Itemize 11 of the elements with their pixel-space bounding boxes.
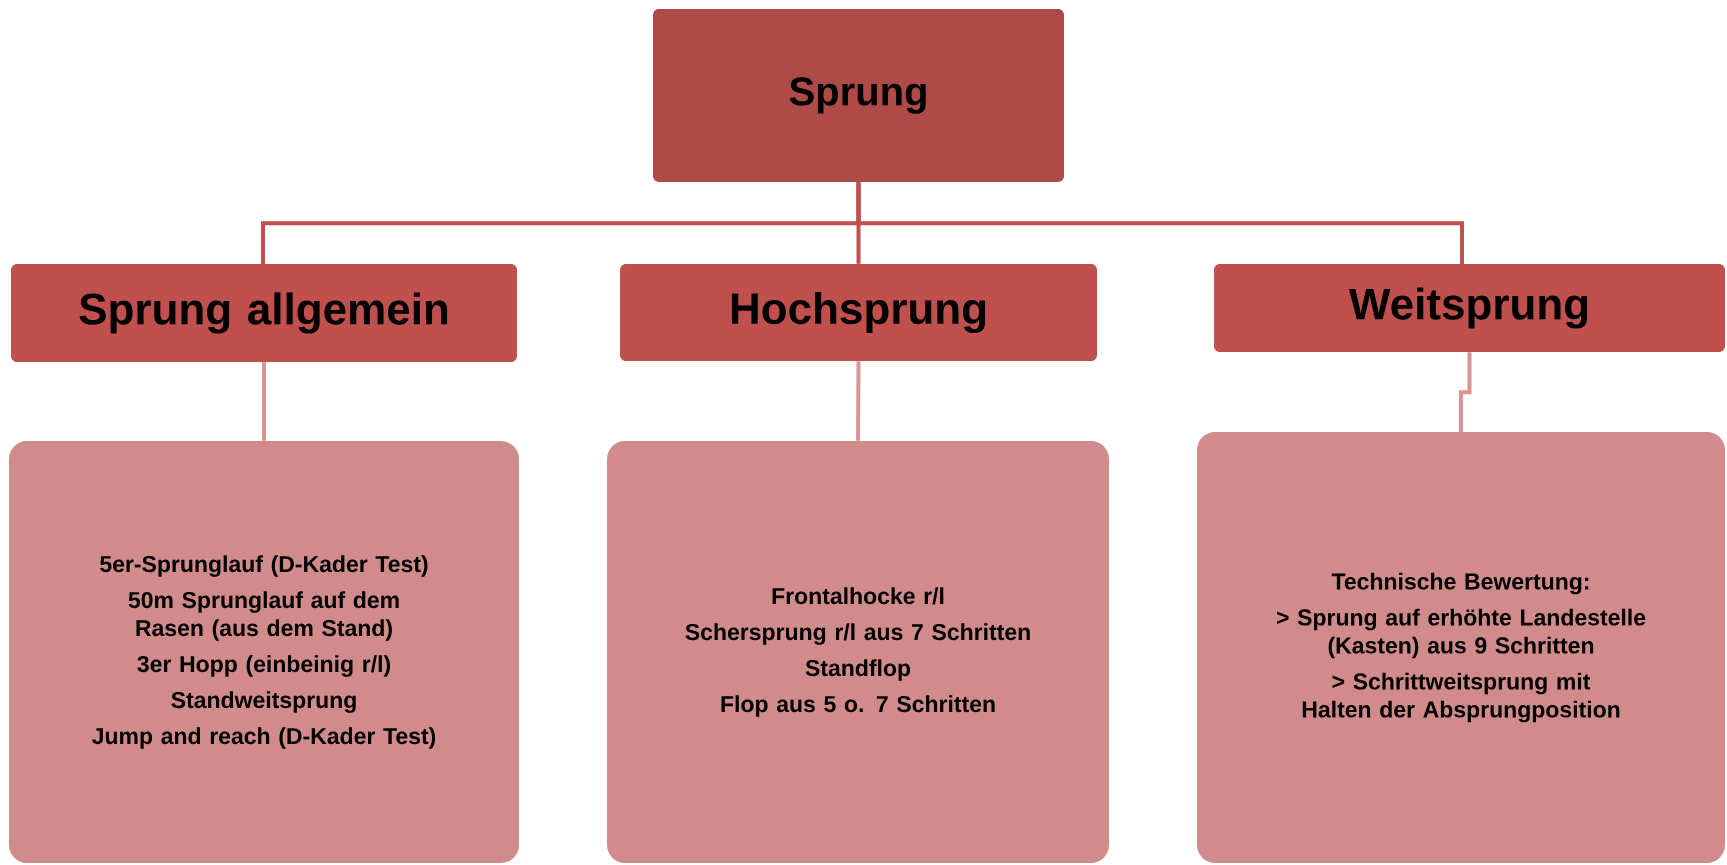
category-box: Hochsprung bbox=[620, 264, 1097, 361]
connector-line bbox=[1459, 352, 1472, 432]
title-box: Sprung bbox=[653, 9, 1064, 182]
content-box: 5er-Sprunglauf (D-Kader Test) 50m Sprunglauf auf dem Rasen (aus dem Stand) 3er Hopp (einbeinig r/l) Standweitsprung Jump and reach (D-Kader Test) bbox=[9, 441, 519, 863]
category-box: Sprung allgemein bbox=[11, 264, 517, 362]
content-box: Technische Bewertung: > Sprung auf erhöhte Landestelle (Kasten) aus 9 Schritten > Schrittweitsprung mit Halten der Absprungposition bbox=[1197, 432, 1725, 863]
connector-line bbox=[856, 182, 1464, 264]
connector-line bbox=[856, 361, 861, 441]
category-box: Weitsprung bbox=[1214, 264, 1725, 352]
content-box: Frontalhocke r/l Schersprung r/l aus 7 Schritten Standflop Flop aus 5 o. 7 Schritten bbox=[607, 441, 1109, 863]
connector-line bbox=[262, 362, 266, 441]
